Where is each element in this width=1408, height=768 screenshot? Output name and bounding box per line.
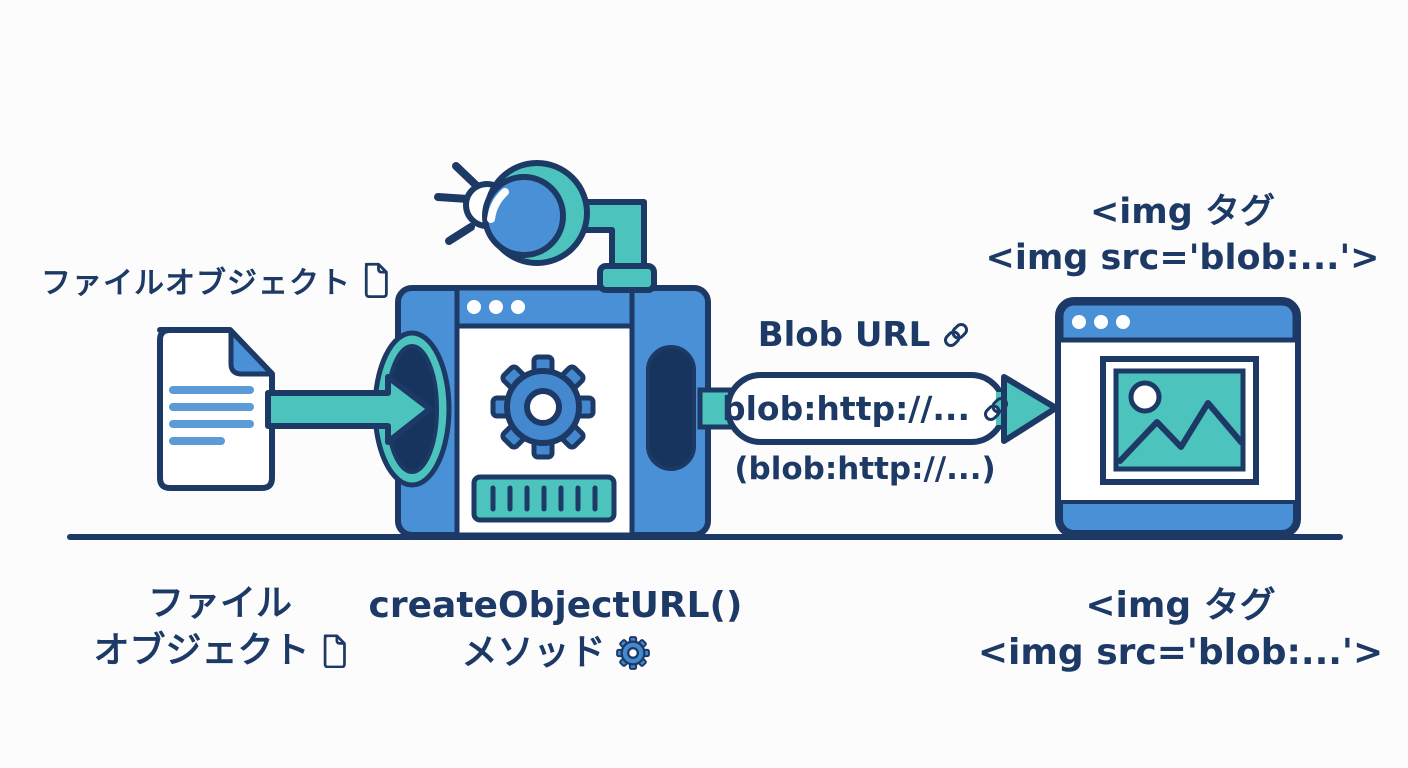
document-icon (364, 262, 388, 298)
caption-method-line2: メソッド (461, 632, 606, 673)
caption-file-line2: オブジェクト (93, 630, 310, 671)
scanner-lamp-icon (434, 160, 657, 293)
caption-img-line2: <img src='blob:...'> (977, 632, 1384, 673)
blob-url-pill-text: blob:http://... (722, 389, 970, 428)
caption-file-line1: ファイル (147, 583, 292, 624)
caption-file-object: ファイル オブジェクト (70, 581, 370, 673)
caption-img-tag: <img タグ <img src='blob:...'> (978, 583, 1383, 675)
gear-icon (490, 354, 596, 460)
caption-method: createObjectURL() メソッド (369, 583, 743, 675)
caption-method-line1: createObjectURL() (368, 585, 743, 626)
file-document-icon (157, 327, 275, 491)
browser-title-bar (1058, 300, 1298, 343)
blob-url-heading-text: Blob URL (757, 315, 931, 355)
browser-bottom-bar (1059, 500, 1297, 534)
chain-link-icon (944, 322, 969, 348)
blob-url-heading: Blob URL (735, 312, 995, 358)
gear-icon (615, 635, 650, 670)
blob-url-pill-label: blob:http://... (722, 376, 1009, 441)
img-tag-heading-line1: <img タグ (1089, 192, 1276, 232)
window-control-dots (467, 300, 525, 314)
img-tag-heading: <img タグ <img src='blob:...'> (986, 190, 1380, 280)
file-object-label-text: ファイルオブジェクト (41, 266, 351, 301)
document-text-lines (169, 386, 254, 445)
window-control-dots (1072, 315, 1130, 329)
browser-window (1055, 297, 1301, 538)
processor-machine (395, 285, 711, 538)
vent-strip (471, 474, 617, 523)
img-tag-heading-line2: <img src='blob:...'> (985, 238, 1380, 278)
chain-link-icon (983, 396, 1009, 421)
document-icon (323, 633, 346, 668)
caption-img-line1: <img タグ (1085, 585, 1276, 626)
input-arrow (265, 374, 433, 445)
blob-url-subtext: (blob:http://...) (730, 448, 1000, 490)
output-slot (646, 345, 696, 471)
blob-url-subtext-text: (blob:http://...) (734, 451, 996, 487)
file-object-label: ファイルオブジェクト (41, 254, 388, 306)
image-icon (1100, 356, 1259, 485)
